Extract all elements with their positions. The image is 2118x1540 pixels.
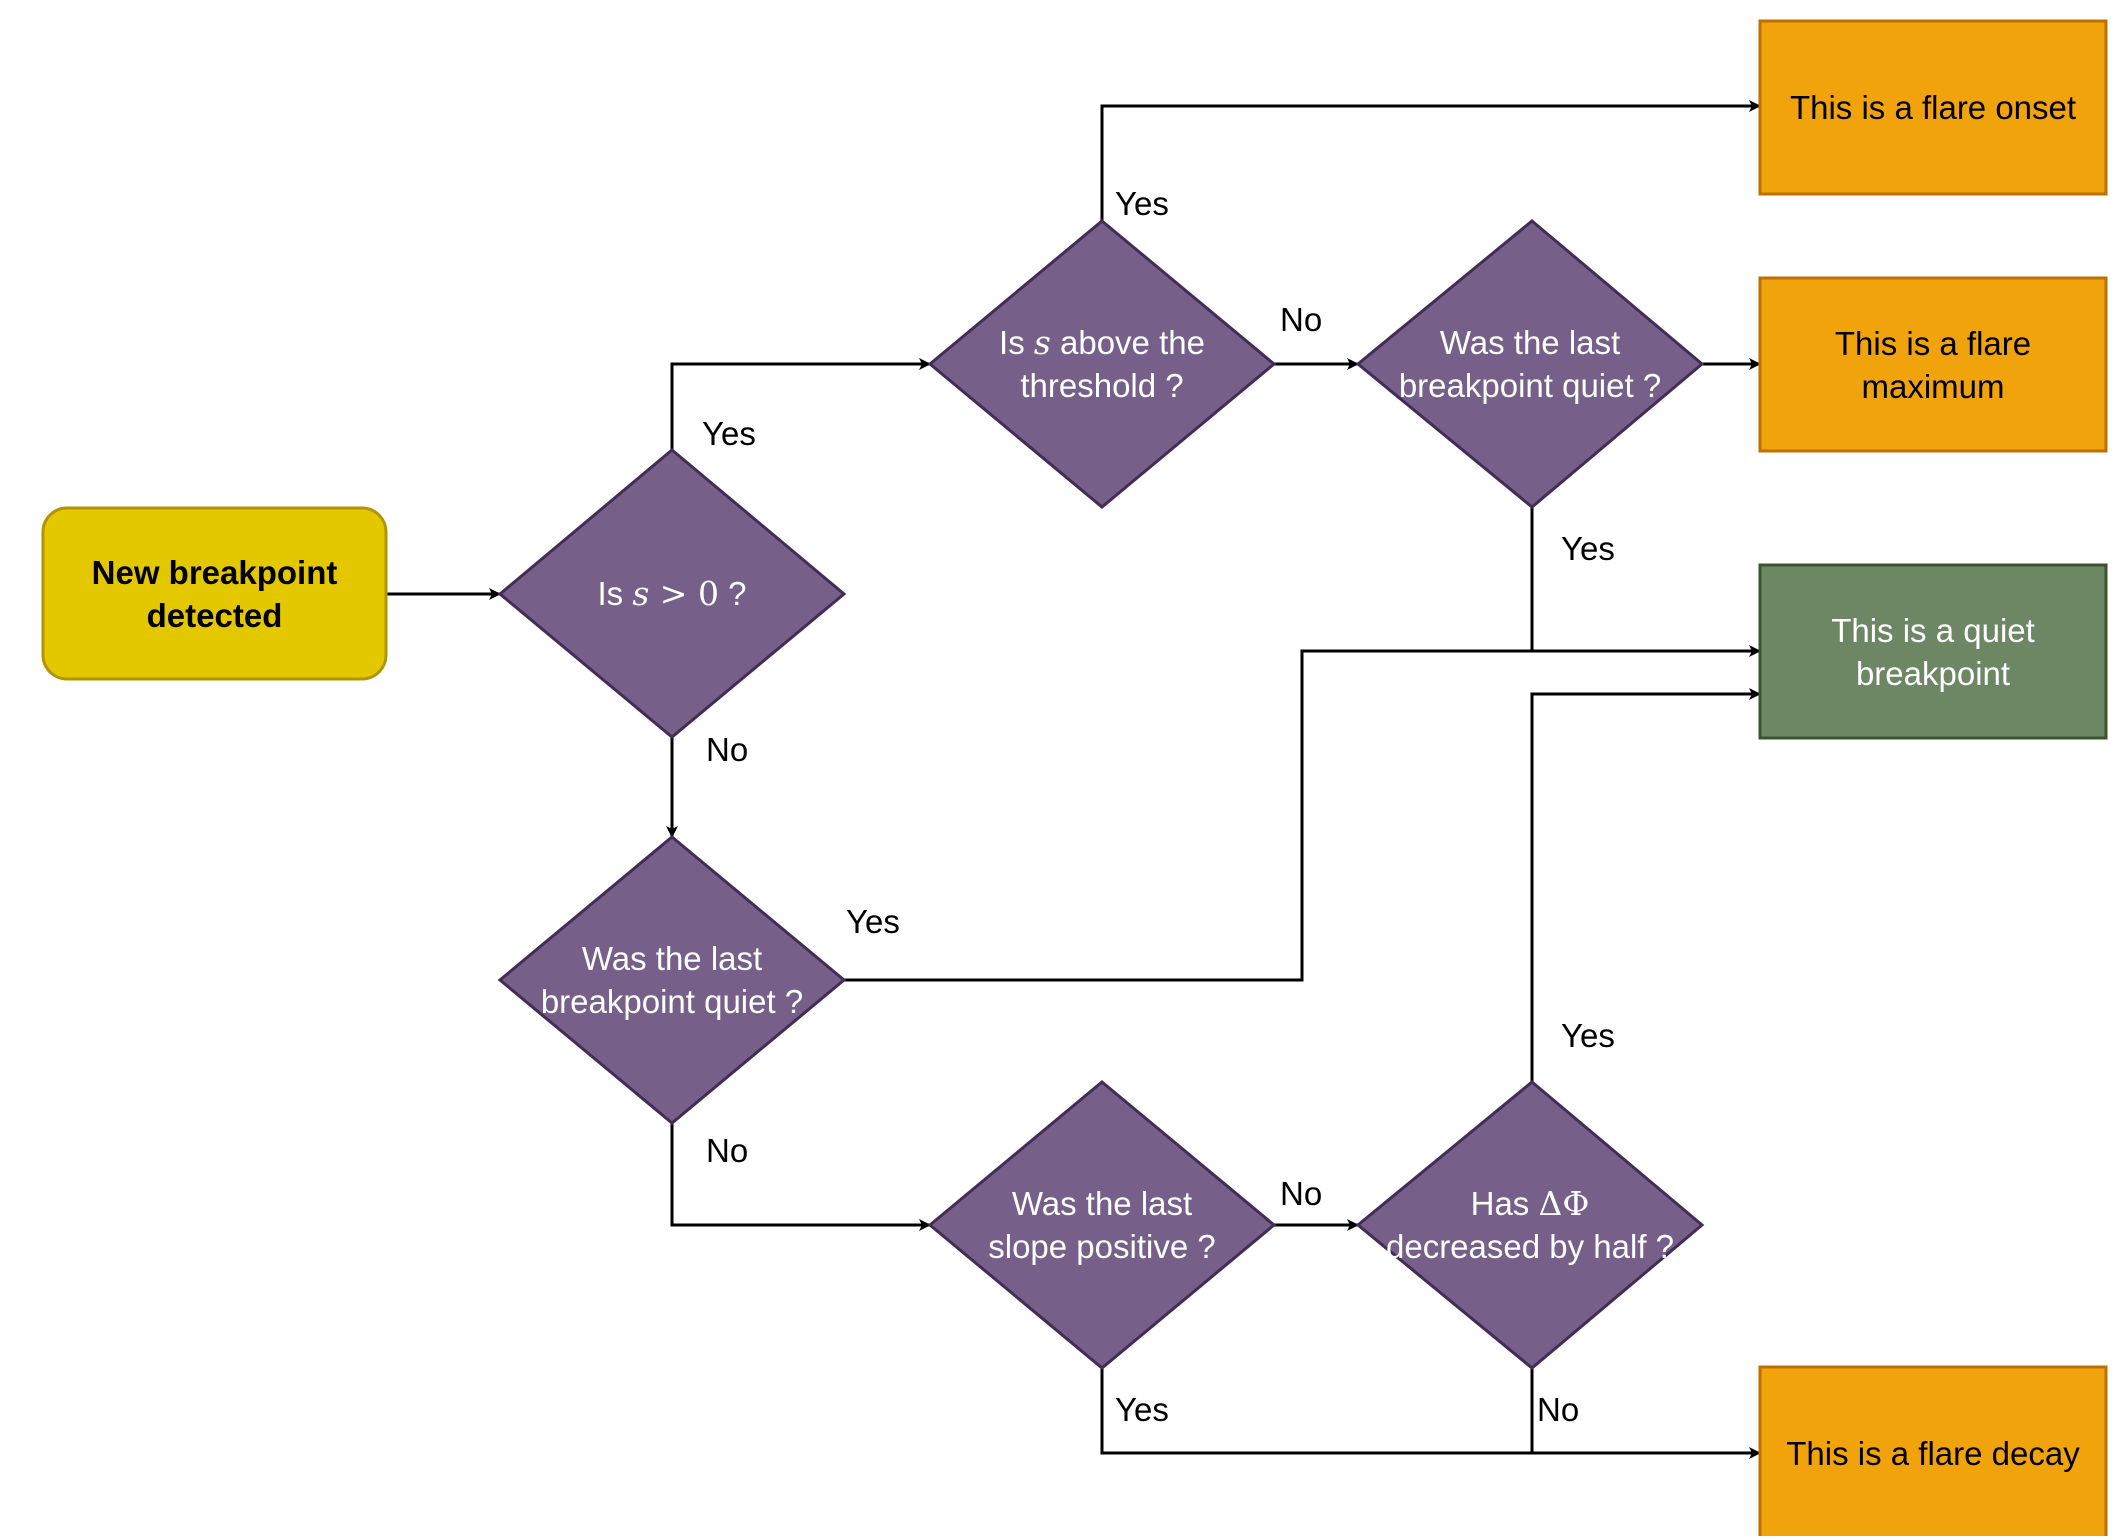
decision-last-quiet-top-line1: Was the last: [1439, 324, 1621, 361]
edge-mid-quiet-yes: [844, 645, 1761, 982]
result-flare-maximum-shape: [1758, 276, 2108, 453]
result-flare-onset-line1: This is a flare onset: [1789, 89, 2077, 126]
decision-above-threshold-shape: [927, 219, 1277, 509]
label-mid-quiet-no: No: [706, 1132, 749, 1169]
result-flare-maximum: This is a flare maximum: [1760, 278, 2106, 451]
label-phi-no: No: [1537, 1391, 1580, 1428]
result-flare-onset: This is a flare onset: [1760, 21, 2106, 194]
decision-delta-phi-line1: Has ΔΦ: [1471, 1182, 1590, 1225]
decision-s-positive-op: >: [649, 574, 698, 613]
decision-s-positive-pre: Is: [597, 575, 633, 612]
edge-threshold-yes: [1100, 100, 1761, 221]
result-flare-maximum-line2: maximum: [1861, 367, 2005, 405]
decision-slope-positive-shape: [927, 1080, 1277, 1370]
decision-last-quiet-top-shape: [1355, 219, 1705, 509]
label-mid-quiet-yes: Yes: [846, 903, 900, 940]
result-quiet-shape: [1758, 563, 2108, 740]
edge-mid-quiet-no: [670, 1123, 931, 1231]
label-s-positive-no: No: [706, 731, 749, 768]
start-node-line1: New breakpoint: [91, 553, 338, 591]
result-flare-maximum-line1: This is a flare: [1834, 324, 2032, 362]
label-s-positive-yes: Yes: [702, 415, 756, 452]
decision-above-threshold: Is s above the threshold ?: [930, 221, 1274, 507]
result-flare-onset-shape: [1758, 19, 2108, 196]
edge-s-positive-yes: [670, 358, 931, 450]
label-slope-yes: Yes: [1115, 1391, 1169, 1428]
label-threshold-yes: Yes: [1115, 185, 1169, 222]
label-phi-yes: Yes: [1561, 1017, 1615, 1054]
decision-last-quiet-mid-line2: breakpoint quiet ?: [540, 983, 804, 1020]
result-flare-decay-shape: [1758, 1365, 2108, 1536]
decision-s-positive-var: s: [632, 574, 650, 613]
decision-s-positive: Is s > 0 ?: [500, 450, 844, 737]
decision-above-threshold-post: above the: [1050, 324, 1205, 361]
label-top-quiet-yes: Yes: [1561, 530, 1615, 567]
decision-s-positive-post: ?: [718, 575, 747, 612]
edge-phi-yes: [1530, 688, 1761, 1082]
decision-last-quiet-mid-shape: [497, 835, 847, 1125]
decision-above-threshold-line2: threshold ?: [1020, 367, 1184, 404]
decision-slope-positive: Was the last slope positive ?: [930, 1082, 1274, 1368]
decision-delta-phi-shape: [1355, 1080, 1705, 1370]
start-node-line2: detected: [146, 596, 283, 634]
decision-last-quiet-top: Was the last breakpoint quiet ?: [1358, 221, 1702, 507]
decision-last-quiet-top-line2: breakpoint quiet ?: [1398, 367, 1662, 404]
result-quiet-line1: This is a quiet: [1831, 611, 2035, 649]
result-quiet-breakpoint: This is a quiet breakpoint: [1760, 565, 2106, 738]
decision-slope-positive-line2: slope positive ?: [988, 1228, 1216, 1265]
decision-above-threshold-var: s: [1033, 323, 1051, 362]
decision-last-quiet-mid-line1: Was the last: [581, 940, 763, 977]
decision-delta-phi-sym: ΔΦ: [1538, 1184, 1590, 1223]
start-node-shape: [41, 506, 388, 681]
result-flare-decay: This is a flare decay: [1760, 1367, 2106, 1540]
decision-s-positive-text: Is s > 0 ?: [598, 572, 747, 615]
decision-delta-phi-line2: decreased by half ?: [1385, 1228, 1675, 1265]
decision-delta-phi: Has ΔΦ decreased by half ?: [1358, 1082, 1702, 1368]
result-flare-decay-line1: This is a flare decay: [1786, 1435, 2080, 1472]
decision-above-threshold-pre: Is: [999, 324, 1034, 361]
label-threshold-no: No: [1280, 301, 1323, 338]
start-node: New breakpoint detected: [43, 508, 386, 679]
decision-s-positive-num: 0: [697, 574, 719, 613]
label-slope-no: No: [1280, 1175, 1323, 1212]
result-quiet-line2: breakpoint: [1855, 654, 2011, 692]
decision-above-threshold-line1: Is s above the: [999, 321, 1205, 364]
decision-last-quiet-mid: Was the last breakpoint quiet ?: [500, 837, 844, 1123]
decision-delta-phi-pre: Has: [1470, 1185, 1539, 1222]
decision-s-positive-shape: [497, 448, 847, 739]
edge-slope-yes: [1100, 1368, 1761, 1459]
decision-slope-positive-line1: Was the last: [1011, 1185, 1193, 1222]
